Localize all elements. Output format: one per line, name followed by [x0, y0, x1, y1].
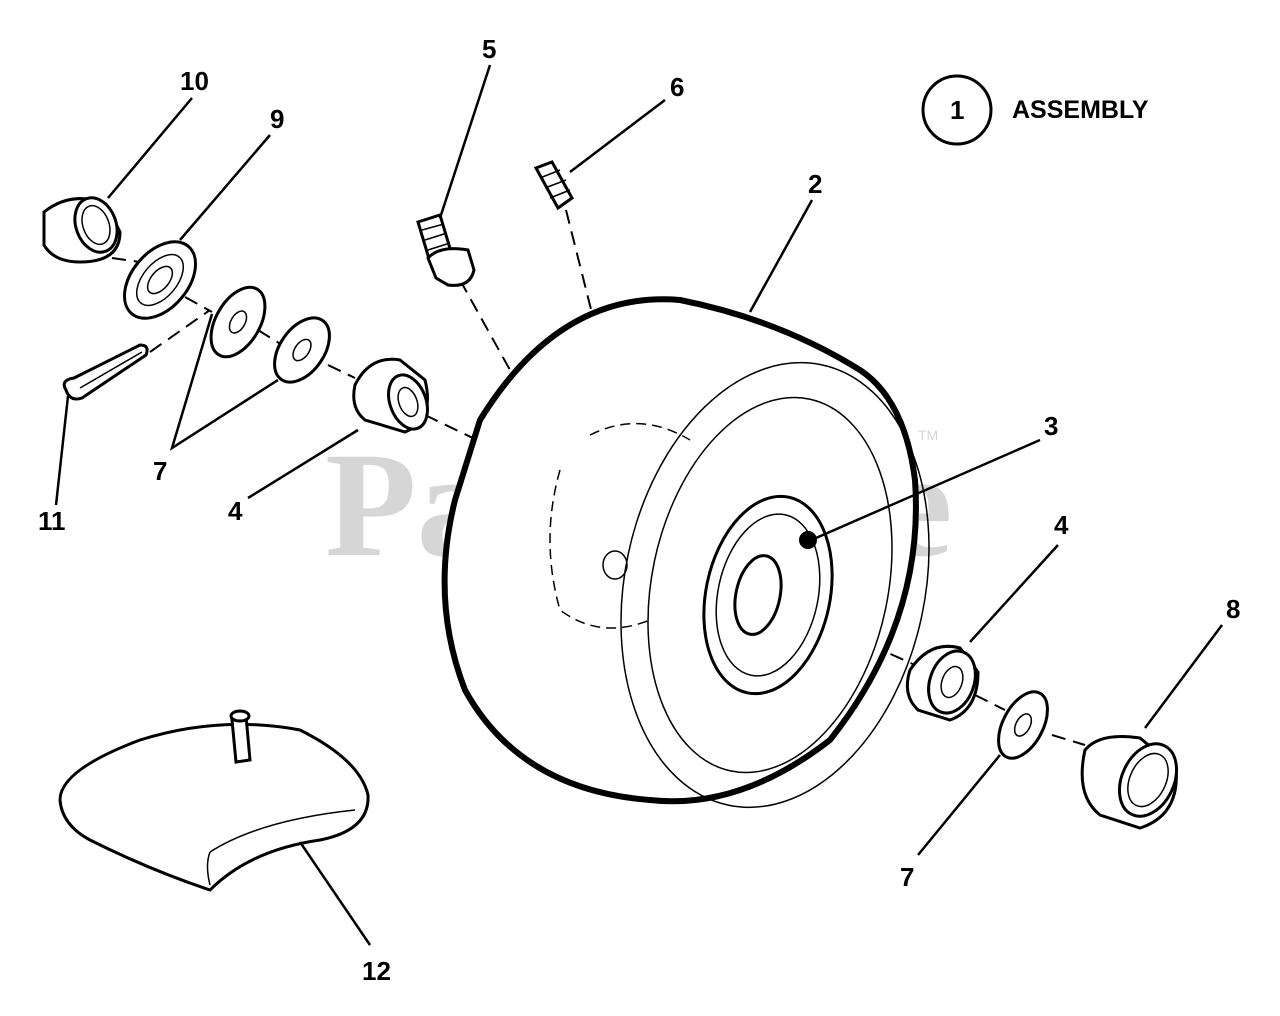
callout-labels: 10 9 5 6 2 3 4 4 7 7 8 11 12: [38, 34, 1240, 986]
label-4-left: 4: [228, 496, 243, 526]
label-4-right: 4: [1054, 510, 1069, 540]
label-10: 10: [180, 66, 209, 96]
label-3: 3: [1044, 411, 1058, 441]
assembly-legend: 1 ASSEMBLY: [921, 74, 1149, 146]
part-2-tire: [441, 296, 930, 809]
leader-lines: [54, 64, 1224, 946]
part-6-grease-fitting: [533, 160, 574, 211]
label-7-right: 7: [900, 862, 914, 892]
label-7-left: 7: [153, 456, 167, 486]
assembly-circle: [921, 74, 993, 146]
assembly-number: 1: [950, 95, 964, 125]
part-7-washer-right: [997, 690, 1049, 760]
part-12-inner-tube: [58, 709, 370, 892]
part-5-plug: [416, 213, 476, 287]
part-3-hub: [702, 494, 834, 696]
label-9: 9: [270, 104, 284, 134]
part-4-bushing-right: [905, 644, 980, 722]
label-12: 12: [362, 956, 391, 986]
watermark-tm: TM: [918, 427, 938, 443]
part-10-cap: [42, 196, 122, 264]
part-11-cotter-pin: [62, 343, 149, 401]
assembly-text: ASSEMBLY: [1012, 96, 1149, 124]
label-5: 5: [482, 34, 496, 64]
part-7-washers-left: [209, 285, 331, 384]
part-4-bushing-left: [352, 357, 429, 434]
label-11: 11: [38, 506, 66, 536]
part-8-cap: [1080, 735, 1179, 830]
label-6: 6: [670, 72, 684, 102]
part-9-bearing: [123, 240, 197, 320]
label-2: 2: [808, 169, 822, 199]
label-8: 8: [1226, 594, 1240, 624]
